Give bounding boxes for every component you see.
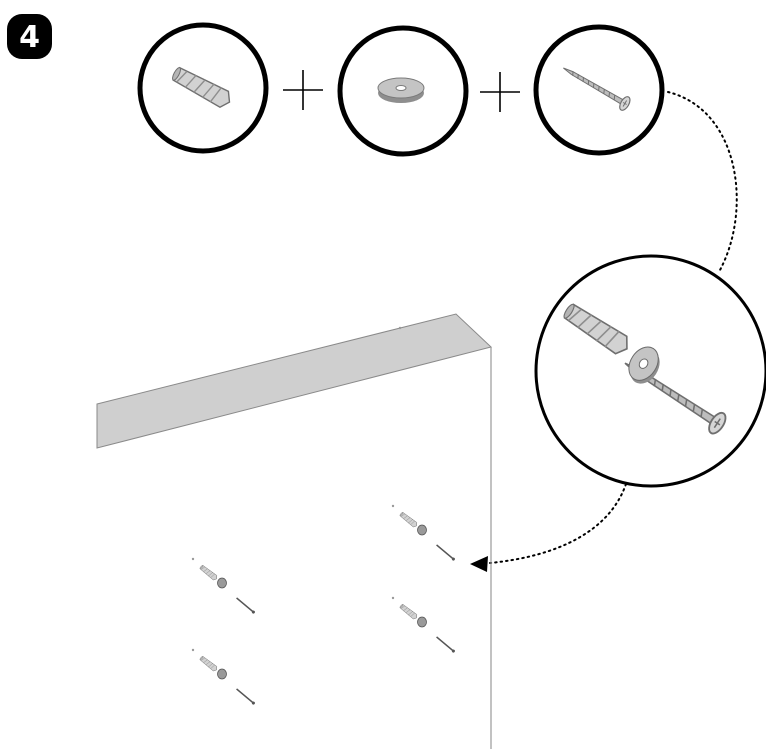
part-washer (337, 25, 469, 157)
dotted-leader-bottom (489, 483, 627, 564)
plug-washer-screw-assembly-icon (560, 300, 730, 438)
fixing-point (392, 597, 456, 653)
shelf-top-face (96, 313, 493, 449)
part-screw (533, 24, 665, 156)
washer-icon (377, 77, 425, 104)
leader-arrowhead (470, 556, 488, 572)
part-wall-plug (137, 22, 269, 154)
fixing-point (192, 558, 256, 614)
dotted-leader-top (667, 91, 738, 271)
plus-sign (480, 72, 520, 112)
wall-panel (96, 313, 493, 749)
detail-assembly (534, 254, 766, 488)
plus-sign (283, 70, 323, 110)
fixing-point (392, 505, 456, 561)
step-badge: 4 (7, 14, 52, 59)
step-number: 4 (19, 20, 40, 55)
fixing-point (192, 649, 256, 705)
